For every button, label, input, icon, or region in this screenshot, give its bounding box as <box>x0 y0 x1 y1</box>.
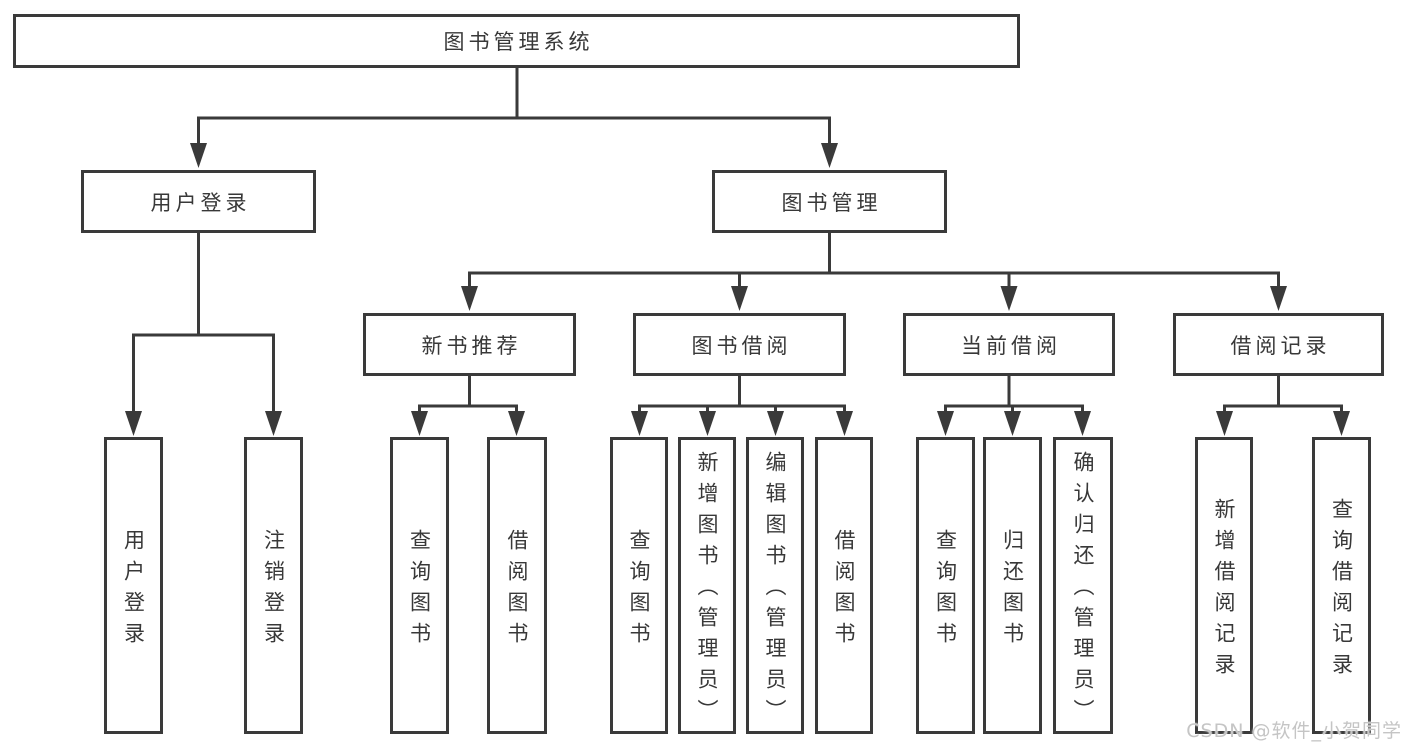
node-current-borrowing: 当前借阅 <box>903 313 1115 376</box>
node-library-management-system: 图书管理系统 <box>13 14 1020 68</box>
node-label: 新增图书（管理员） <box>695 451 719 730</box>
node-label: 用户登录 <box>150 190 251 215</box>
node-new-book-recommendation: 新书推荐 <box>363 313 576 376</box>
leaf-borrow-add-books-admin: 新增图书（管理员） <box>678 437 736 734</box>
node-label: 图书管理系统 <box>443 30 594 54</box>
node-book-management: 图书管理 <box>712 170 947 233</box>
leaf-records-add-record: 新增借阅记录 <box>1195 437 1253 734</box>
node-label: 图书借阅 <box>691 333 792 358</box>
node-user-login: 用户登录 <box>81 170 316 233</box>
connector-paths <box>132 68 1343 414</box>
node-label: 借阅图书 <box>832 528 856 653</box>
leaf-current-query-books: 查询图书 <box>916 437 975 734</box>
node-label: 当前借阅 <box>961 333 1061 358</box>
leaf-borrow-borrow-books: 借阅图书 <box>815 437 873 734</box>
node-borrowing-records: 借阅记录 <box>1173 313 1384 376</box>
leaf-logout: 注销登录 <box>244 437 303 734</box>
node-label: 图书管理 <box>781 190 882 215</box>
arrowheads <box>125 143 1350 436</box>
node-label: 查询借阅记录 <box>1329 497 1354 684</box>
leaf-current-confirm-return-admin: 确认归还（管理员） <box>1053 437 1113 734</box>
node-label: 借阅记录 <box>1230 333 1331 358</box>
node-label: 编辑图书（管理员） <box>763 451 787 730</box>
node-label: 新书推荐 <box>421 333 522 358</box>
node-label: 归还图书 <box>1000 528 1025 653</box>
node-book-borrowing: 图书借阅 <box>633 313 846 376</box>
node-label: 查询图书 <box>933 528 958 653</box>
node-label: 查询图书 <box>627 528 651 653</box>
node-label: 确认归还（管理员） <box>1071 451 1095 730</box>
leaf-user-login: 用户登录 <box>104 437 163 734</box>
leaf-recommend-borrow-books: 借阅图书 <box>487 437 547 734</box>
node-label: 用户登录 <box>121 528 146 653</box>
node-label: 新增借阅记录 <box>1212 497 1236 684</box>
leaf-records-query-record: 查询借阅记录 <box>1312 437 1371 734</box>
node-label: 查询图书 <box>407 528 432 653</box>
leaf-recommend-query-books: 查询图书 <box>390 437 449 734</box>
csdn-watermark: CSDN @软件_小贺同学 <box>1186 720 1402 742</box>
node-label: 借阅图书 <box>505 528 529 653</box>
leaf-borrow-edit-books-admin: 编辑图书（管理员） <box>746 437 804 734</box>
leaf-current-return-books: 归还图书 <box>983 437 1042 734</box>
leaf-borrow-query-books: 查询图书 <box>610 437 668 734</box>
node-label: 注销登录 <box>261 528 286 653</box>
